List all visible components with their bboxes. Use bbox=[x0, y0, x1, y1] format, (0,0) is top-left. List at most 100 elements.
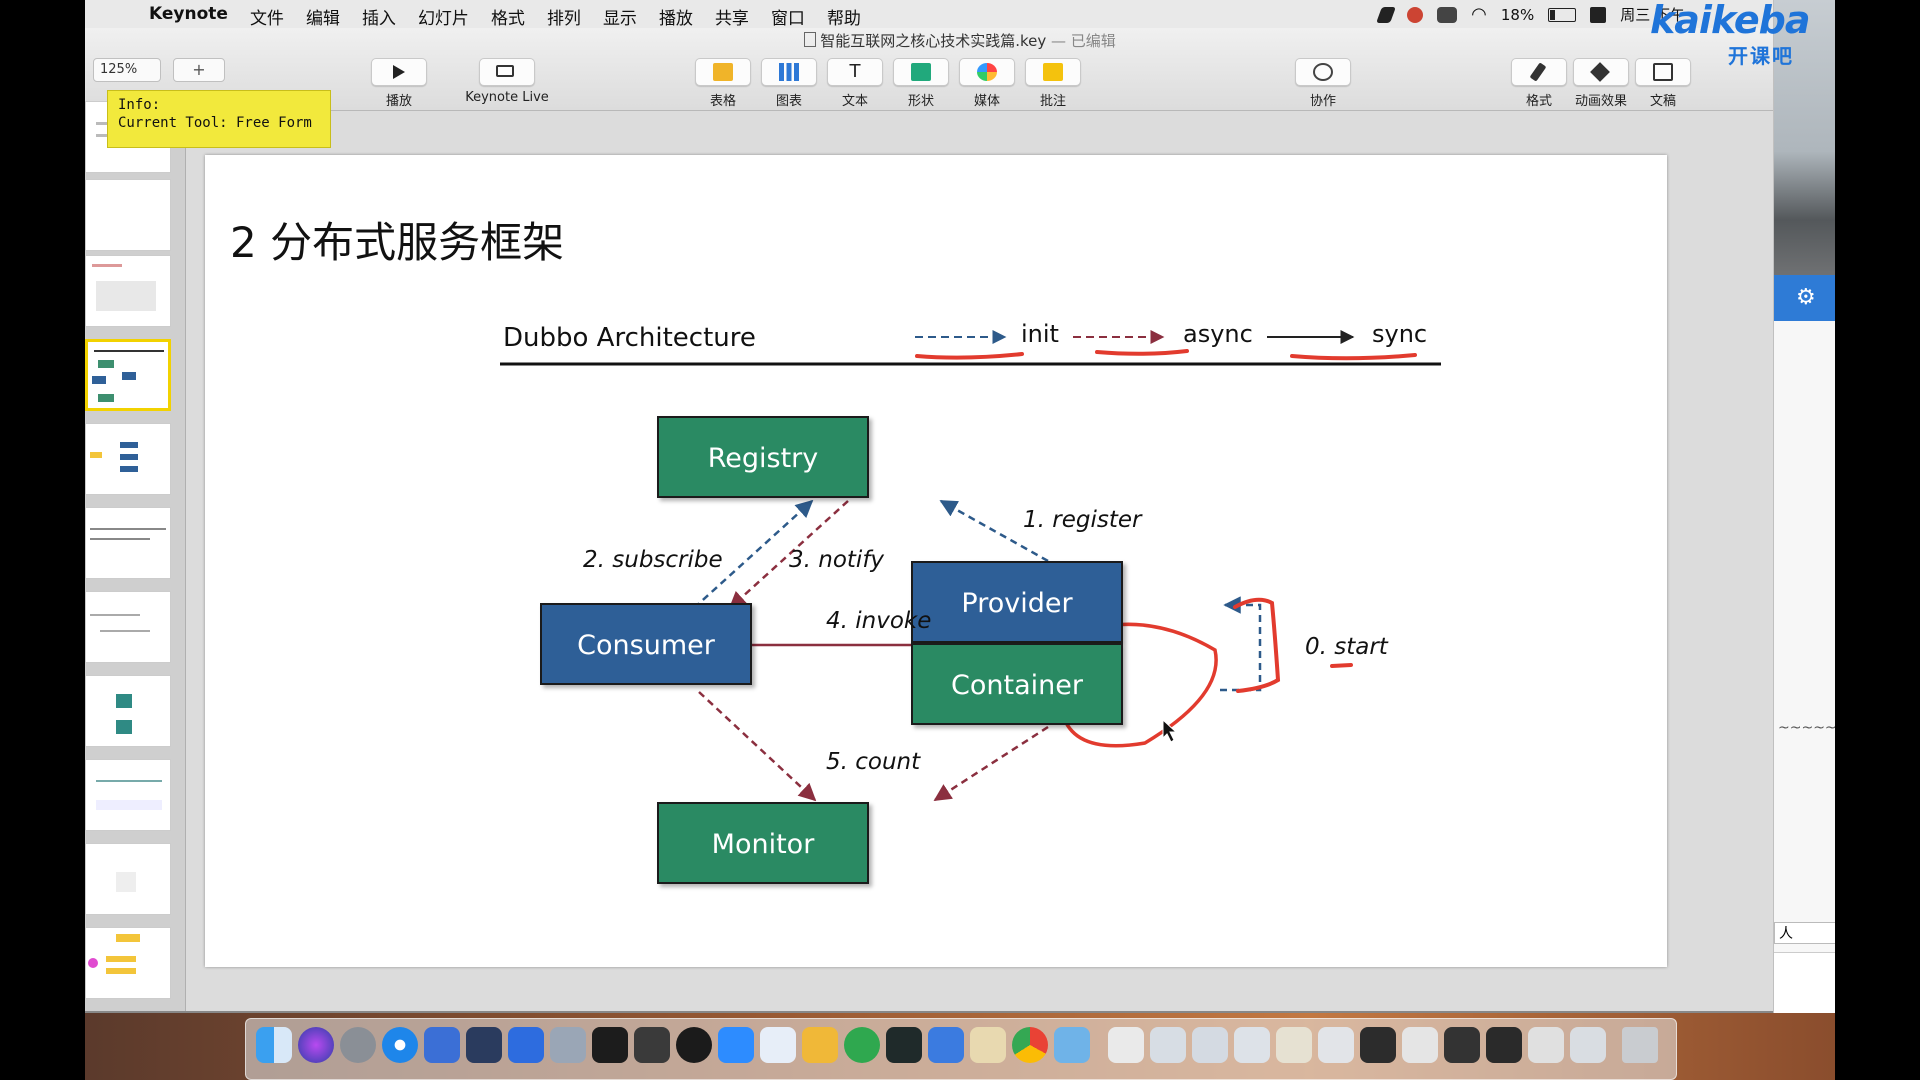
slide-navigator bbox=[85, 101, 186, 1011]
shield-icon[interactable] bbox=[1407, 6, 1424, 23]
slide-thumbnail[interactable] bbox=[85, 927, 171, 999]
menu-file[interactable]: 文件 bbox=[249, 9, 284, 29]
consumer-node[interactable]: Consumer bbox=[540, 603, 752, 685]
slide-thumbnail[interactable] bbox=[85, 675, 171, 747]
markdown-icon[interactable] bbox=[928, 1027, 964, 1063]
media-icon bbox=[977, 63, 997, 81]
battery-icon[interactable] bbox=[1548, 7, 1577, 22]
slide-thumbnail[interactable] bbox=[85, 843, 171, 915]
slide-thumbnail-current[interactable] bbox=[85, 339, 171, 411]
recent-document-icon[interactable] bbox=[1570, 1027, 1606, 1063]
slide-thumbnail[interactable] bbox=[85, 591, 171, 663]
slide-thumbnail[interactable] bbox=[85, 423, 171, 495]
comment-button[interactable]: 批注 bbox=[1017, 58, 1089, 109]
recent-document-icon[interactable] bbox=[1192, 1027, 1228, 1063]
keynote-icon[interactable] bbox=[424, 1027, 460, 1063]
annotation-start-underline bbox=[1330, 663, 1353, 668]
trash-icon[interactable] bbox=[1622, 1027, 1658, 1063]
slide-thumbnail[interactable] bbox=[85, 179, 171, 251]
chrome-icon[interactable] bbox=[1012, 1027, 1048, 1063]
siri-icon[interactable] bbox=[298, 1027, 334, 1063]
format-label: 格式 bbox=[1525, 94, 1552, 109]
registry-node[interactable]: Registry bbox=[657, 416, 869, 498]
recent-document-icon[interactable] bbox=[1528, 1027, 1564, 1063]
recent-document-icon[interactable] bbox=[1108, 1027, 1144, 1063]
recent-document-icon[interactable] bbox=[1360, 1027, 1396, 1063]
sublime-icon[interactable] bbox=[634, 1027, 670, 1063]
menu-insert[interactable]: 插入 bbox=[361, 9, 396, 29]
preview-icon[interactable] bbox=[550, 1027, 586, 1063]
xcode-icon[interactable] bbox=[466, 1027, 502, 1063]
edge-register bbox=[939, 499, 1049, 563]
menu-slide[interactable]: 幻灯片 bbox=[417, 9, 469, 29]
wps-icon[interactable] bbox=[508, 1027, 544, 1063]
menu-share[interactable]: 共享 bbox=[714, 9, 749, 29]
menu-help[interactable]: 帮助 bbox=[826, 9, 861, 29]
pencil-app-icon[interactable] bbox=[970, 1027, 1006, 1063]
menu-play[interactable]: 播放 bbox=[658, 9, 693, 29]
recent-document-icon[interactable] bbox=[1276, 1027, 1312, 1063]
media-button[interactable]: 媒体 bbox=[951, 58, 1023, 109]
input-method-icon[interactable] bbox=[1590, 6, 1607, 23]
recent-document-icon[interactable] bbox=[1402, 1027, 1438, 1063]
menu-window[interactable]: 窗口 bbox=[770, 9, 805, 29]
slide-canvas[interactable]: 2 分布式服务框架 Dubbo Architecture init async … bbox=[186, 111, 1773, 1011]
text-button[interactable]: T 文本 bbox=[819, 58, 891, 109]
pen-icon[interactable] bbox=[1376, 6, 1397, 23]
safari-icon[interactable] bbox=[382, 1027, 418, 1063]
table-icon bbox=[713, 63, 733, 81]
format-button[interactable]: 格式 bbox=[1503, 58, 1575, 109]
baidu-netdisk-icon[interactable] bbox=[760, 1027, 796, 1063]
menu-clock[interactable]: 周三 下午 bbox=[1620, 6, 1685, 24]
shape-button[interactable]: 形状 bbox=[885, 58, 957, 109]
menu-arrange[interactable]: 排列 bbox=[546, 9, 581, 29]
document-button[interactable]: 文稿 bbox=[1627, 58, 1699, 109]
recent-document-icon[interactable] bbox=[1444, 1027, 1480, 1063]
slide-thumbnail[interactable] bbox=[85, 255, 171, 327]
zoom-select[interactable]: 125% bbox=[93, 58, 161, 82]
menu-format[interactable]: 格式 bbox=[490, 9, 525, 29]
docker-icon[interactable] bbox=[1437, 6, 1458, 23]
play-button[interactable]: 播放 bbox=[363, 58, 435, 109]
quicktime-icon[interactable] bbox=[676, 1027, 712, 1063]
table-button[interactable]: 表格 bbox=[687, 58, 759, 109]
menu-app-name[interactable]: Keynote bbox=[149, 4, 228, 24]
recent-document-icon[interactable] bbox=[1234, 1027, 1270, 1063]
settings-icon[interactable]: ⚙ bbox=[1796, 285, 1816, 310]
slide-title[interactable]: 2 分布式服务框架 bbox=[230, 218, 565, 267]
terminal-icon[interactable] bbox=[592, 1027, 628, 1063]
diagram-title[interactable]: Dubbo Architecture bbox=[503, 323, 756, 353]
provider-node[interactable]: Provider bbox=[911, 561, 1123, 643]
slide-thumbnail[interactable] bbox=[85, 507, 171, 579]
star-app-icon[interactable] bbox=[802, 1027, 838, 1063]
wifi-icon[interactable]: ◠ bbox=[1471, 4, 1487, 25]
battery-percent: 18% bbox=[1500, 5, 1535, 24]
activity-monitor-icon[interactable] bbox=[886, 1027, 922, 1063]
edited-status[interactable]: — 已编辑 bbox=[1051, 32, 1116, 50]
label-invoke: 4. invoke bbox=[826, 608, 932, 634]
evernote-icon[interactable] bbox=[844, 1027, 880, 1063]
recent-document-icon[interactable] bbox=[1486, 1027, 1522, 1063]
dock bbox=[245, 1018, 1677, 1080]
slide-thumbnail[interactable] bbox=[85, 759, 171, 831]
zoom-icon[interactable] bbox=[718, 1027, 754, 1063]
keynote-live-button[interactable]: Keynote Live bbox=[463, 58, 551, 105]
launchpad-icon[interactable] bbox=[340, 1027, 376, 1063]
cloud-icon[interactable] bbox=[1054, 1027, 1090, 1063]
menu-view[interactable]: 显示 bbox=[602, 9, 637, 29]
monitor-node[interactable]: Monitor bbox=[657, 802, 869, 884]
chart-button[interactable]: 图表 bbox=[753, 58, 825, 109]
slide[interactable]: 2 分布式服务框架 Dubbo Architecture init async … bbox=[205, 155, 1667, 967]
recent-document-icon[interactable] bbox=[1150, 1027, 1186, 1063]
animate-button[interactable]: 动画效果 bbox=[1565, 58, 1637, 109]
menu-edit[interactable]: 编辑 bbox=[305, 9, 340, 29]
finder-icon[interactable] bbox=[256, 1027, 292, 1063]
document-name: 智能互联网之核心技术实践篇.key bbox=[820, 32, 1047, 50]
container-node[interactable]: Container bbox=[911, 643, 1123, 725]
recipient-select[interactable]: 人▼ bbox=[1774, 922, 1835, 944]
recent-document-icon[interactable] bbox=[1318, 1027, 1354, 1063]
document-icon bbox=[804, 32, 817, 47]
add-slide-button[interactable]: + bbox=[173, 58, 225, 82]
collaborate-button[interactable]: 协作 bbox=[1287, 58, 1359, 109]
